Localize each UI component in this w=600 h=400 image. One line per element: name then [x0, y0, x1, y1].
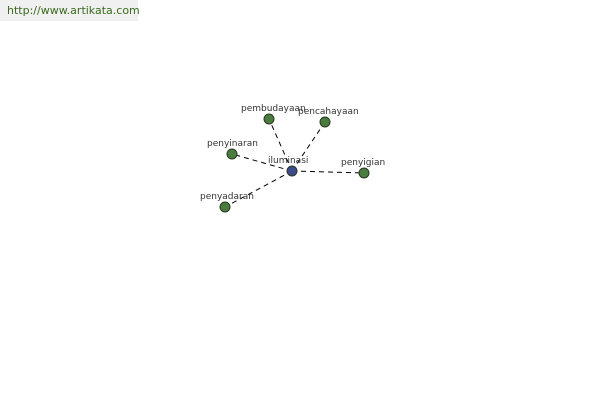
edge-iluminasi-penyinaran	[231, 153, 293, 172]
edges-layer	[224, 118, 365, 208]
node-pembudayaan[interactable]	[263, 113, 275, 125]
url-banner: http://www.artikata.com	[0, 0, 140, 21]
edge-iluminasi-pencahayaan	[291, 121, 326, 172]
node-label-pembudayaan[interactable]: pembudayaan	[241, 104, 306, 114]
node-label-penyinaran[interactable]: penyinaran	[207, 139, 258, 149]
node-label-penyadaran[interactable]: penyadaran	[200, 192, 254, 202]
node-penyigian[interactable]	[358, 167, 370, 179]
node-label-iluminasi[interactable]: iluminasi	[268, 156, 308, 166]
center-node-iluminasi[interactable]	[286, 165, 298, 177]
edge-iluminasi-pembudayaan	[268, 118, 293, 172]
edge-iluminasi-penyigian	[291, 170, 365, 174]
edge-iluminasi-penyadaran	[224, 170, 293, 208]
node-label-penyigian[interactable]: penyigian	[341, 158, 385, 168]
node-penyadaran[interactable]	[219, 201, 231, 213]
nodes-layer	[219, 113, 370, 213]
node-penyinaran[interactable]	[226, 148, 238, 160]
site-url-link[interactable]: http://www.artikata.com	[7, 4, 140, 17]
node-pencahayaan[interactable]	[319, 116, 331, 128]
node-label-pencahayaan[interactable]: pencahayaan	[298, 107, 359, 117]
